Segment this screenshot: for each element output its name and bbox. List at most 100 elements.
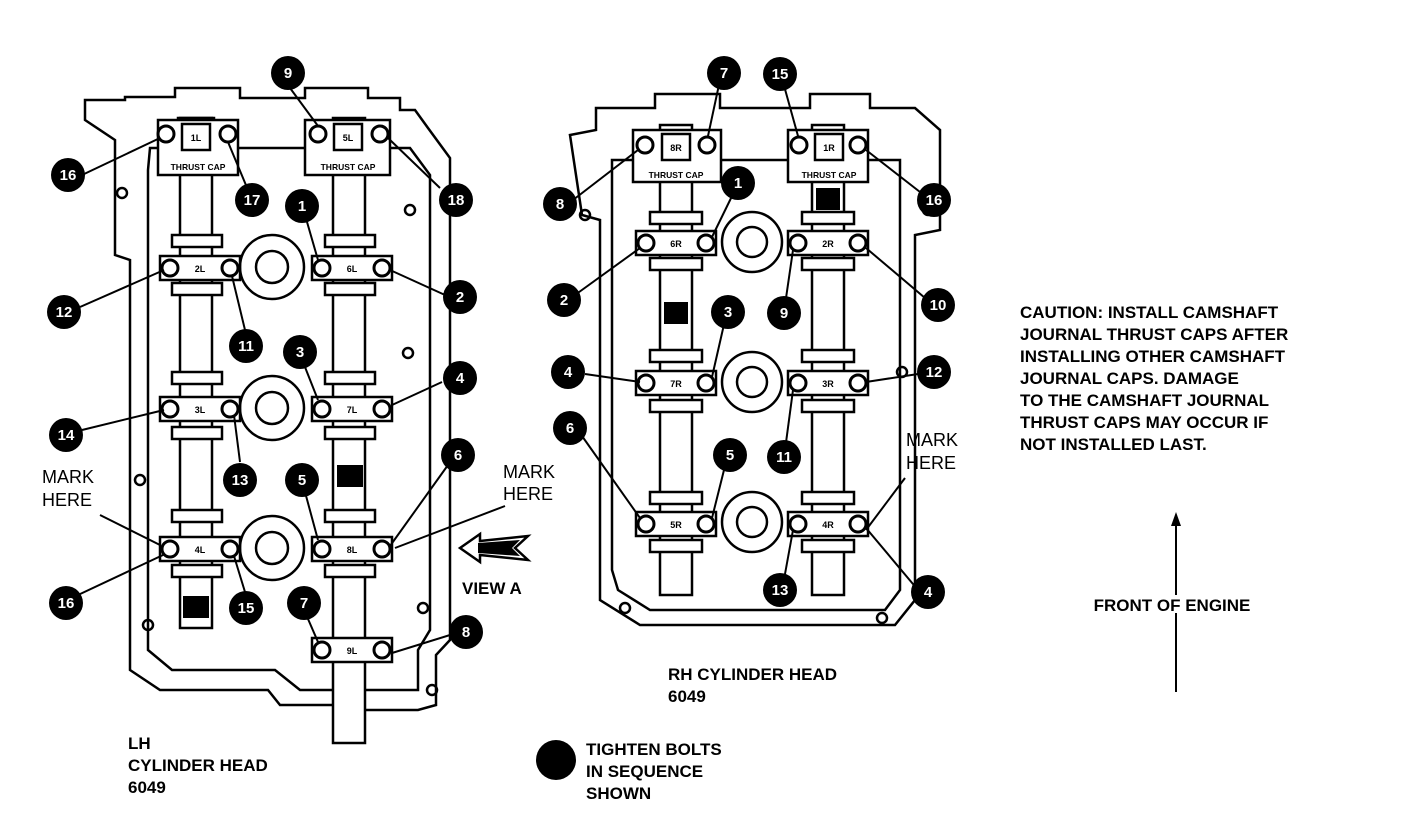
caution-line5: TO THE CAMSHAFT JOURNAL [1020, 391, 1269, 410]
view-a-label: VIEW A [462, 579, 522, 598]
rh-plug-bore [735, 505, 769, 539]
legend-line1: TIGHTEN BOLTS [586, 740, 722, 759]
cap-label: 1R [823, 143, 835, 153]
bolt-number: 8 [462, 624, 470, 641]
lh-plug-boss [238, 233, 306, 301]
view-a-mark-line1: MARK [503, 462, 555, 482]
legend-marker-icon [536, 740, 576, 780]
lh-plug-bore [254, 249, 290, 285]
lh-mark-here-line1: MARK [42, 467, 94, 487]
cap-label: 6L [347, 264, 358, 274]
rh-dark-band [664, 302, 688, 324]
front-arrow-up-icon [1171, 512, 1181, 526]
lh-hole [141, 618, 155, 632]
lh-cylinder-head: 1L THRUST CAP 5L THRUST CAP 2L 6L 3L 7L … [42, 56, 483, 797]
cap-label: 8R [670, 143, 682, 153]
bolt-number: 9 [780, 305, 788, 322]
bolt-number: 16 [60, 167, 77, 184]
bolt-number: 5 [298, 472, 306, 489]
lh-title-line1: LH [128, 734, 151, 753]
front-label-bg [1150, 595, 1202, 613]
view-a-arrow-fill [478, 540, 520, 556]
thrust-cap-label: THRUST CAP [321, 162, 376, 172]
lh-plug-bore [254, 530, 290, 566]
cap-label: 3L [195, 405, 206, 415]
bolt-number: 4 [456, 370, 465, 387]
rh-hole [578, 208, 592, 222]
lh-mark-here-line2: HERE [42, 490, 92, 510]
bolt-number: 7 [300, 595, 308, 612]
rh-mark-here-line2: HERE [906, 453, 956, 473]
caution-line2: JOURNAL THRUST CAPS AFTER [1020, 325, 1288, 344]
lh-hole [115, 186, 129, 200]
front-of-engine-label: FRONT OF ENGINE [1094, 596, 1251, 615]
caution-note: CAUTION: INSTALL CAMSHAFT JOURNAL THRUST… [1020, 303, 1288, 454]
bolt-number: 15 [238, 600, 255, 617]
view-a-mark-line2: HERE [503, 484, 553, 504]
cap-label: 1L [191, 133, 202, 143]
bolt-number: 10 [930, 297, 947, 314]
cap-label: 2L [195, 264, 206, 274]
cap-label: 4L [195, 545, 206, 555]
rh-plug-bore [735, 365, 769, 399]
front-of-engine-indicator: FRONT OF ENGINE [1094, 512, 1251, 692]
bolt-number: 13 [232, 472, 249, 489]
bolt-number: 11 [776, 449, 792, 466]
lh-leader-lines [77, 87, 451, 654]
rh-sequence-markers: 8 7 15 16 1 2 9 10 3 4 12 6 5 11 13 4 [543, 56, 955, 609]
lh-hole [425, 683, 439, 697]
bolt-number: 4 [924, 584, 933, 601]
lh-hole [133, 473, 147, 487]
caution-line3: INSTALLING OTHER CAMSHAFT [1020, 347, 1286, 366]
caution-line6: THRUST CAPS MAY OCCUR IF [1020, 413, 1268, 432]
bolt-number: 6 [454, 447, 462, 464]
bolt-number: 18 [448, 192, 465, 209]
cap-label: 4R [822, 520, 834, 530]
legend: TIGHTEN BOLTS IN SEQUENCE SHOWN [536, 740, 722, 803]
bolt-number: 4 [564, 364, 573, 381]
rh-head-outline [568, 92, 942, 627]
lh-plug-boss [238, 514, 306, 582]
bolt-number: 3 [724, 304, 732, 321]
thrust-cap-label: THRUST CAP [171, 162, 226, 172]
lh-head-outline [83, 86, 452, 712]
bolt-number: 15 [772, 66, 789, 83]
view-a-callout: MARK HERE VIEW A [394, 462, 555, 598]
lh-plug-bore [254, 390, 290, 426]
cap-label: 8L [347, 545, 358, 555]
lh-part-number: 6049 [128, 778, 166, 797]
rh-cylinder-head: 8R THRUST CAP 1R THRUST CAP 6R 2R 7R 3R … [543, 56, 958, 706]
bolt-number: 13 [772, 582, 789, 599]
cap-label: 3R [822, 379, 834, 389]
lh-hole [401, 346, 415, 360]
bolt-number: 8 [556, 196, 564, 213]
cap-label: 7R [670, 379, 682, 389]
bolt-number: 6 [566, 420, 574, 437]
lh-thrust-cap-2-tag [332, 122, 364, 152]
bolt-number: 14 [58, 427, 75, 444]
rh-plug-boss [720, 210, 784, 274]
rh-head-inner-outline [610, 158, 902, 612]
bolt-number: 5 [726, 447, 734, 464]
lh-sequence-markers: 16 17 9 18 1 2 12 11 3 4 14 13 5 6 16 15… [47, 56, 483, 649]
bolt-number: 1 [734, 175, 742, 192]
bolt-number: 3 [296, 344, 304, 361]
rh-thrust-cap-1-tag [660, 132, 692, 162]
lh-dark-band [183, 596, 209, 618]
rh-plug-boss [720, 350, 784, 414]
rh-mark-here-line1: MARK [906, 430, 958, 450]
lh-hole [416, 601, 430, 615]
cap-label: 5R [670, 520, 682, 530]
bolt-number: 17 [244, 192, 261, 209]
rh-part-number: 6049 [668, 687, 706, 706]
caution-line1: CAUTION: INSTALL CAMSHAFT [1020, 303, 1279, 322]
rh-hole [618, 601, 632, 615]
bolt-number: 2 [560, 292, 568, 309]
view-a-leader [394, 505, 506, 549]
bolt-number: 16 [926, 192, 943, 209]
bolt-number: 1 [298, 198, 306, 215]
lh-thrust-cap-1-tag [180, 122, 212, 152]
legend-line2: IN SEQUENCE [586, 762, 703, 781]
caution-line7: NOT INSTALLED LAST. [1020, 435, 1207, 454]
